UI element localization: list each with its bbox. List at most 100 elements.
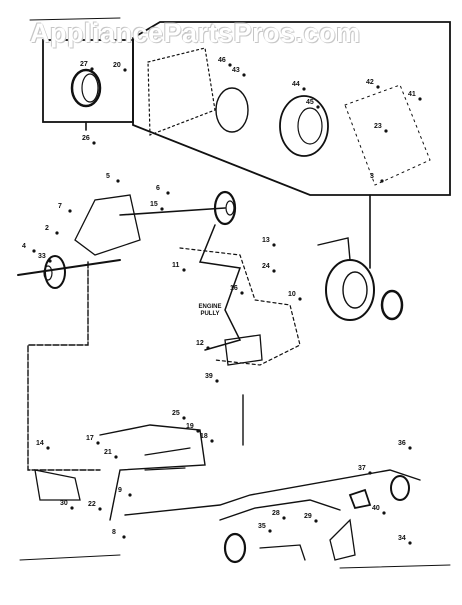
hardware-dot [160, 207, 164, 211]
hardware-dot [316, 105, 320, 109]
callout-number: 33 [38, 253, 46, 260]
hardware-dot [228, 63, 232, 67]
callout-number: 36 [398, 440, 406, 447]
callout-number: 19 [186, 423, 194, 430]
hardware-dot [123, 68, 127, 72]
callout-number: 30 [60, 500, 68, 507]
callout-number: 15 [150, 201, 158, 208]
hardware-dot [70, 506, 74, 510]
hardware-dot [368, 471, 372, 475]
hardware-dot [128, 493, 132, 497]
hardware-dot [92, 141, 96, 145]
belt-path-left [27, 261, 101, 471]
callout-number: 27 [80, 61, 88, 68]
callout-number: 45 [306, 99, 314, 106]
callout-number: 23 [374, 123, 382, 130]
hardware-dot [122, 535, 126, 539]
hardware-dot [302, 87, 306, 91]
callout-number: 25 [172, 410, 180, 417]
hardware-dot [116, 179, 120, 183]
hardware-dot [298, 297, 302, 301]
callout-number: 24 [262, 263, 270, 270]
hardware-dot [46, 446, 50, 450]
hardware-dot [268, 529, 272, 533]
callout-number: 11 [172, 262, 180, 269]
hardware-dot [240, 291, 244, 295]
hardware-dot [408, 446, 412, 450]
hardware-dot [242, 73, 246, 77]
callout-number: 7 [58, 203, 62, 210]
callout-number: 3 [370, 173, 374, 180]
hardware-dot [32, 249, 36, 253]
upper-pulley [279, 95, 329, 157]
hardware-dot [182, 268, 186, 272]
hardware-dot [166, 191, 170, 195]
callout-number: 26 [82, 135, 90, 142]
callout-number: 9 [118, 487, 122, 494]
hardware-dot [314, 519, 318, 523]
callout-number: 40 [372, 505, 380, 512]
callout-number: 43 [232, 67, 240, 74]
right-upper-pulley [213, 190, 237, 226]
hardware-dot [48, 259, 52, 263]
hardware-dot [215, 379, 219, 383]
callout-number: 29 [304, 513, 312, 520]
watermark-text: AppliancePartsPros.com [30, 18, 361, 48]
callout-number: 44 [292, 81, 300, 88]
hardware-dot [408, 541, 412, 545]
hardware-dot [272, 269, 276, 273]
callout-number: 18 [200, 433, 208, 440]
inset-box [42, 39, 134, 123]
callout-number: 41 [408, 91, 416, 98]
hardware-dot [418, 97, 422, 101]
hardware-dot [182, 416, 186, 420]
hardware-dot [98, 507, 102, 511]
callout-number: 12 [196, 340, 204, 347]
callout-number: 42 [366, 79, 374, 86]
hardware-dot [55, 231, 59, 235]
callout-number: 14 [36, 440, 44, 447]
callout-number: 39 [205, 373, 213, 380]
hardware-dot [206, 346, 210, 350]
callout-number: 35 [258, 523, 266, 530]
hardware-dot [96, 441, 100, 445]
hardware-dot [384, 129, 388, 133]
callout-number: 4 [22, 243, 26, 250]
callout-number: 22 [88, 501, 96, 508]
lower-pulley-center [223, 532, 247, 564]
callout-number: 46 [218, 57, 226, 64]
callout-number: 10 [288, 291, 296, 298]
callout-number: 6 [156, 185, 160, 192]
callout-number: 20 [113, 62, 121, 69]
lower-pulley-right [390, 475, 410, 501]
hardware-dot [210, 439, 214, 443]
hardware-dot [196, 429, 200, 433]
center-belt [198, 224, 242, 351]
left-shaft [17, 259, 121, 276]
hardware-dot [114, 455, 118, 459]
callout-number: 2 [45, 225, 49, 232]
hardware-dot [272, 243, 276, 247]
lower-frame [99, 424, 206, 521]
hardware-dot [376, 85, 380, 89]
inset-wheel [70, 68, 102, 108]
callout-number: 34 [398, 535, 406, 542]
belt-ring [380, 289, 404, 321]
hardware-dot [68, 209, 72, 213]
callout-number: 37 [358, 465, 366, 472]
hardware-dot [282, 516, 286, 520]
upper-plate [215, 87, 249, 133]
upper-panel-outline [132, 21, 451, 196]
callout-number: 28 [272, 510, 280, 517]
hardware-dot [382, 511, 386, 515]
callout-number: 16 [230, 285, 238, 292]
callout-number: 17 [86, 435, 94, 442]
callout-number: 13 [262, 237, 270, 244]
hardware-dot [90, 67, 94, 71]
callout-number: 21 [104, 449, 112, 456]
hardware-dot [380, 179, 384, 183]
callout-number: 8 [112, 529, 116, 536]
